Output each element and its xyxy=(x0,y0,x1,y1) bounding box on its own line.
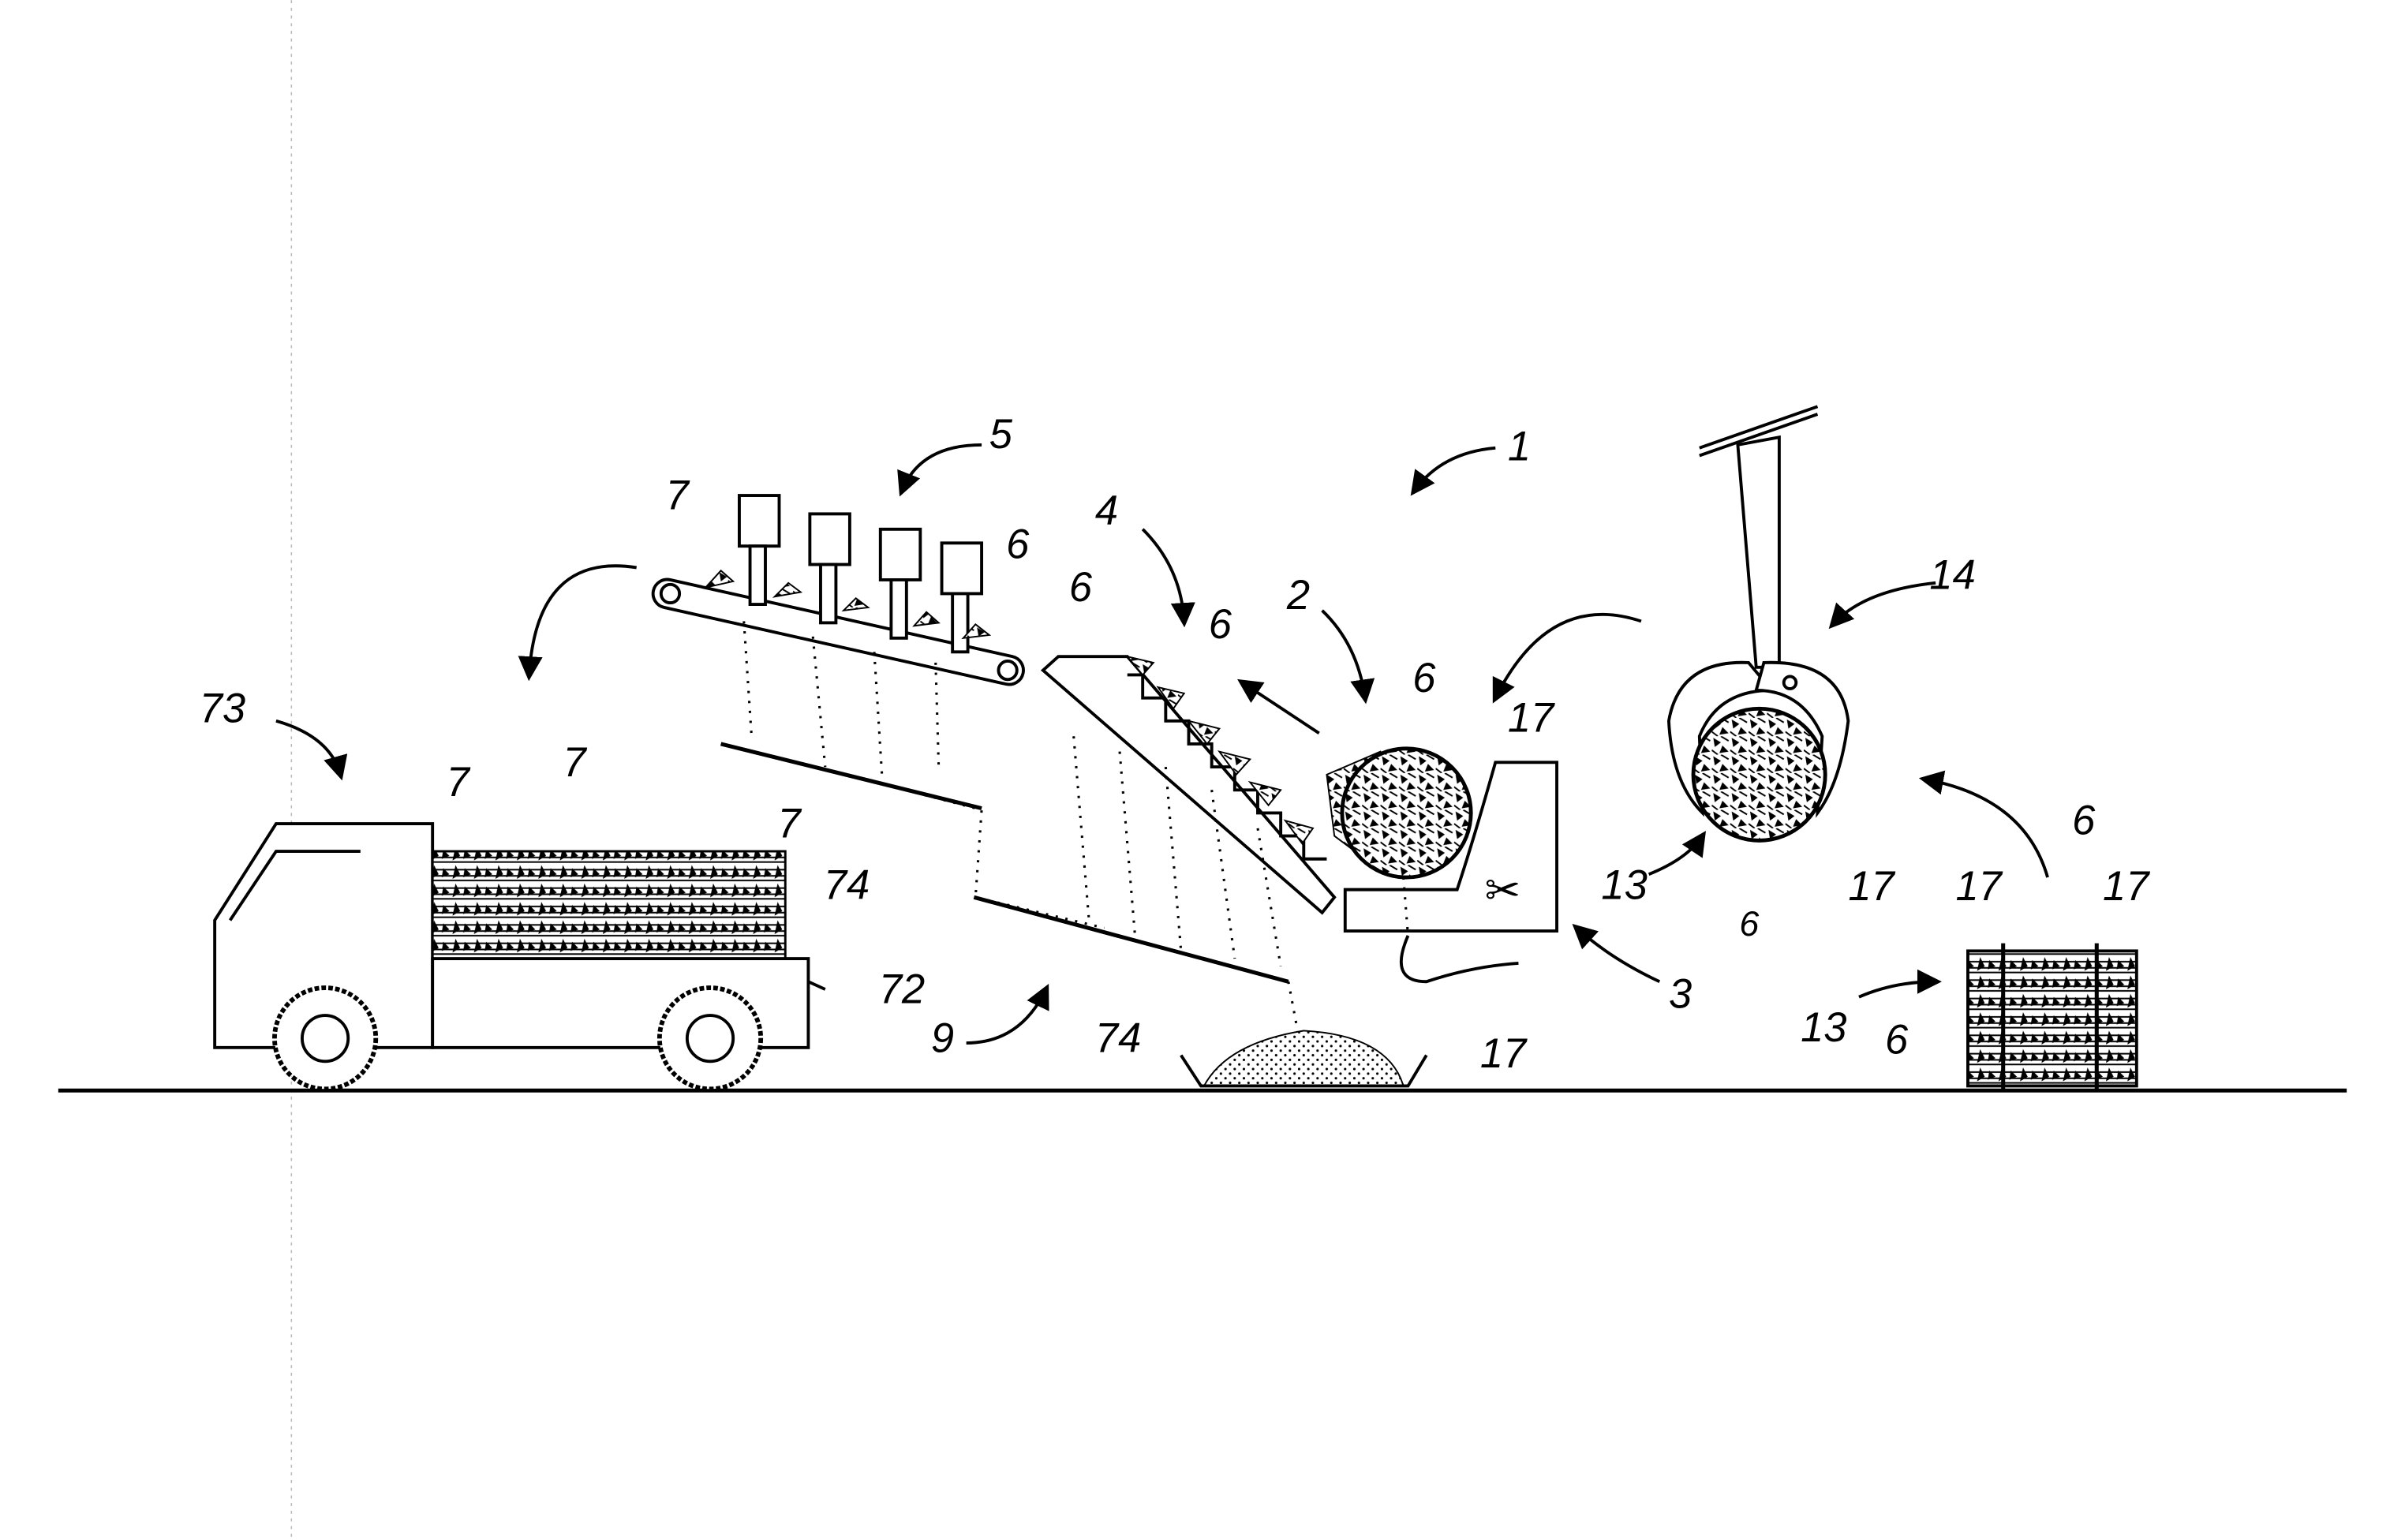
label-screen: 9 xyxy=(931,1015,954,1062)
label-cutter: 3 xyxy=(1669,970,1692,1017)
label-chute: 74 xyxy=(824,862,870,908)
collection-bin xyxy=(1180,1054,1428,1088)
label-piece: 6 xyxy=(1739,905,1759,944)
label-piece: 6 xyxy=(1209,601,1232,648)
label-firewood: 7 xyxy=(563,739,587,786)
upper-chute xyxy=(720,742,982,811)
label-firewood: 7 xyxy=(666,473,690,519)
cutter-machine: ✂ xyxy=(1343,761,1558,984)
label-truck: 73 xyxy=(200,686,245,732)
label-strap: 17 xyxy=(1955,863,2003,910)
label-strap: 17 xyxy=(1480,1030,1528,1077)
label-bundle: 13 xyxy=(1801,1004,1846,1051)
lower-chute xyxy=(973,895,1289,984)
label-stair-conveyor: 4 xyxy=(1095,488,1118,534)
label-strap: 17 xyxy=(1508,694,1555,741)
process-arrows xyxy=(518,564,2049,878)
reference-labels: 5 1 7 6 4 6 6 2 6 17 14 73 7 7 7 74 72 9… xyxy=(200,411,2151,1077)
grab-crane xyxy=(1666,405,1850,843)
label-firewood: 7 xyxy=(447,759,471,806)
saw-station xyxy=(651,494,1025,775)
scissors-icon: ✂ xyxy=(1485,865,1521,915)
bundle-ball xyxy=(1340,746,1473,880)
stair-conveyor xyxy=(1040,655,1337,967)
firewood-load xyxy=(431,850,787,963)
firewood-stack xyxy=(1966,943,2138,1090)
sawdust-pile xyxy=(1202,1030,1404,1087)
label-piece: 6 xyxy=(1006,521,1030,568)
label-feeder: 2 xyxy=(1286,572,1310,619)
label-piece: 6 xyxy=(1069,564,1093,611)
front-wheel xyxy=(272,985,379,1092)
label-firewood: 7 xyxy=(778,801,802,847)
label-strap: 17 xyxy=(2103,863,2150,910)
leader-arrows xyxy=(275,443,1942,1045)
grabbed-bundle xyxy=(1691,706,1827,843)
label-system: 1 xyxy=(1508,423,1531,469)
truck xyxy=(213,822,810,1092)
label-strap: 17 xyxy=(1848,863,1895,910)
label-piece: 6 xyxy=(2072,798,2096,844)
label-piece: 6 xyxy=(1885,1017,1909,1063)
label-bundle: 13 xyxy=(1601,862,1647,908)
label-grab: 14 xyxy=(1929,552,1975,599)
label-chute: 74 xyxy=(1095,1015,1141,1062)
label-saw-station: 5 xyxy=(989,411,1013,458)
rear-wheel xyxy=(656,985,764,1092)
label-piece: 6 xyxy=(1412,655,1436,701)
label-truck-bed: 72 xyxy=(879,966,925,1012)
